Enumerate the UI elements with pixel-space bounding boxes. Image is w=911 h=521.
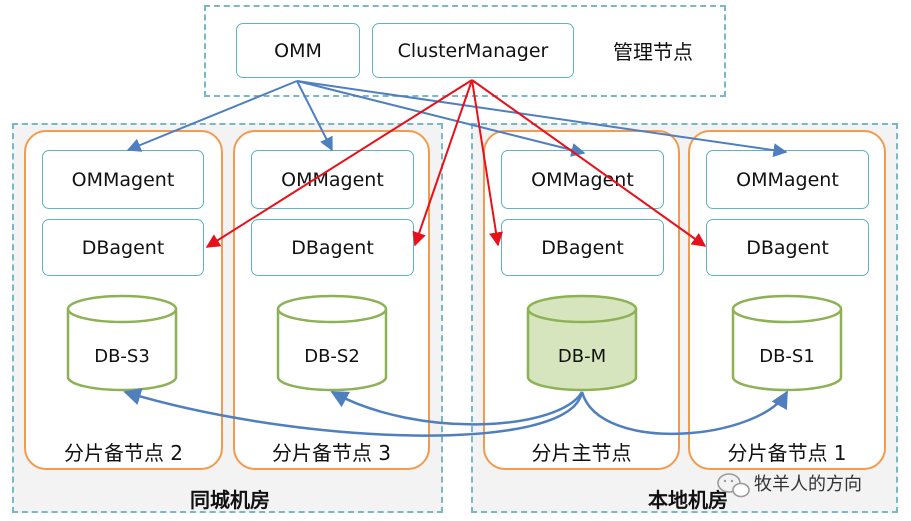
omm-agent-box: OMMagent — [706, 150, 869, 209]
shard-label: 分片备节点 2 — [63, 441, 184, 465]
omm-agent-box: OMMagent — [42, 150, 204, 209]
watermark-text: 牧羊人的方向 — [754, 474, 862, 495]
omm-box: OMM — [236, 23, 360, 78]
management-node-label: 管理节点 — [613, 40, 693, 64]
db-agent-box: DBagent — [251, 219, 414, 276]
wechat-icon — [717, 473, 750, 498]
db-label: DB-M — [558, 346, 606, 367]
omm-arrow — [296, 80, 586, 157]
db-label: DB-S1 — [759, 346, 815, 367]
omm-agent-label: OMMagent — [736, 168, 839, 191]
db-cylinder-s1: DB-S1 — [731, 294, 843, 392]
db-label: DB-S2 — [304, 346, 360, 367]
same-city-zone-label: 同城机房 — [190, 488, 270, 512]
omm-agent-label: OMMagent — [531, 168, 634, 191]
omm-arrow — [126, 80, 298, 152]
cluster-manager-label: ClusterManager — [397, 39, 549, 62]
shard-label: 分片备节点 3 — [271, 441, 392, 465]
db-agent-box: DBagent — [42, 219, 204, 276]
db-agent-label: DBagent — [746, 236, 829, 259]
omm-arrow — [296, 80, 333, 152]
replication-arrow — [330, 390, 584, 426]
replication-arrow — [123, 388, 584, 437]
db-agent-label: DBagent — [81, 236, 165, 259]
cluster-manager-box: ClusterManager — [372, 23, 574, 78]
db-label: DB-S3 — [94, 346, 150, 367]
db-agent-box: DBagent — [706, 219, 869, 276]
shard-label: 分片主节点 — [531, 441, 632, 465]
shard-label: 分片备节点 1 — [727, 441, 847, 465]
db-cylinder-master: DB-M — [526, 294, 638, 392]
db-cylinder-s3: DB-S3 — [66, 294, 178, 392]
omm-arrow — [296, 80, 788, 158]
cluster-manager-arrow — [471, 79, 707, 247]
db-cylinder-s2: DB-S2 — [276, 294, 388, 392]
omm-label: OMM — [274, 39, 322, 62]
replication-arrow — [580, 390, 789, 436]
local-zone-label: 本地机房 — [648, 488, 728, 512]
db-agent-label: DBagent — [291, 236, 374, 259]
db-agent-box: DBagent — [501, 219, 664, 276]
db-agent-label: DBagent — [541, 236, 624, 259]
cluster-manager-arrow — [412, 79, 473, 247]
omm-agent-box: OMMagent — [251, 150, 414, 209]
cluster-manager-arrow — [205, 79, 473, 248]
cluster-manager-arrow — [471, 79, 503, 247]
omm-agent-label: OMMagent — [71, 168, 175, 191]
